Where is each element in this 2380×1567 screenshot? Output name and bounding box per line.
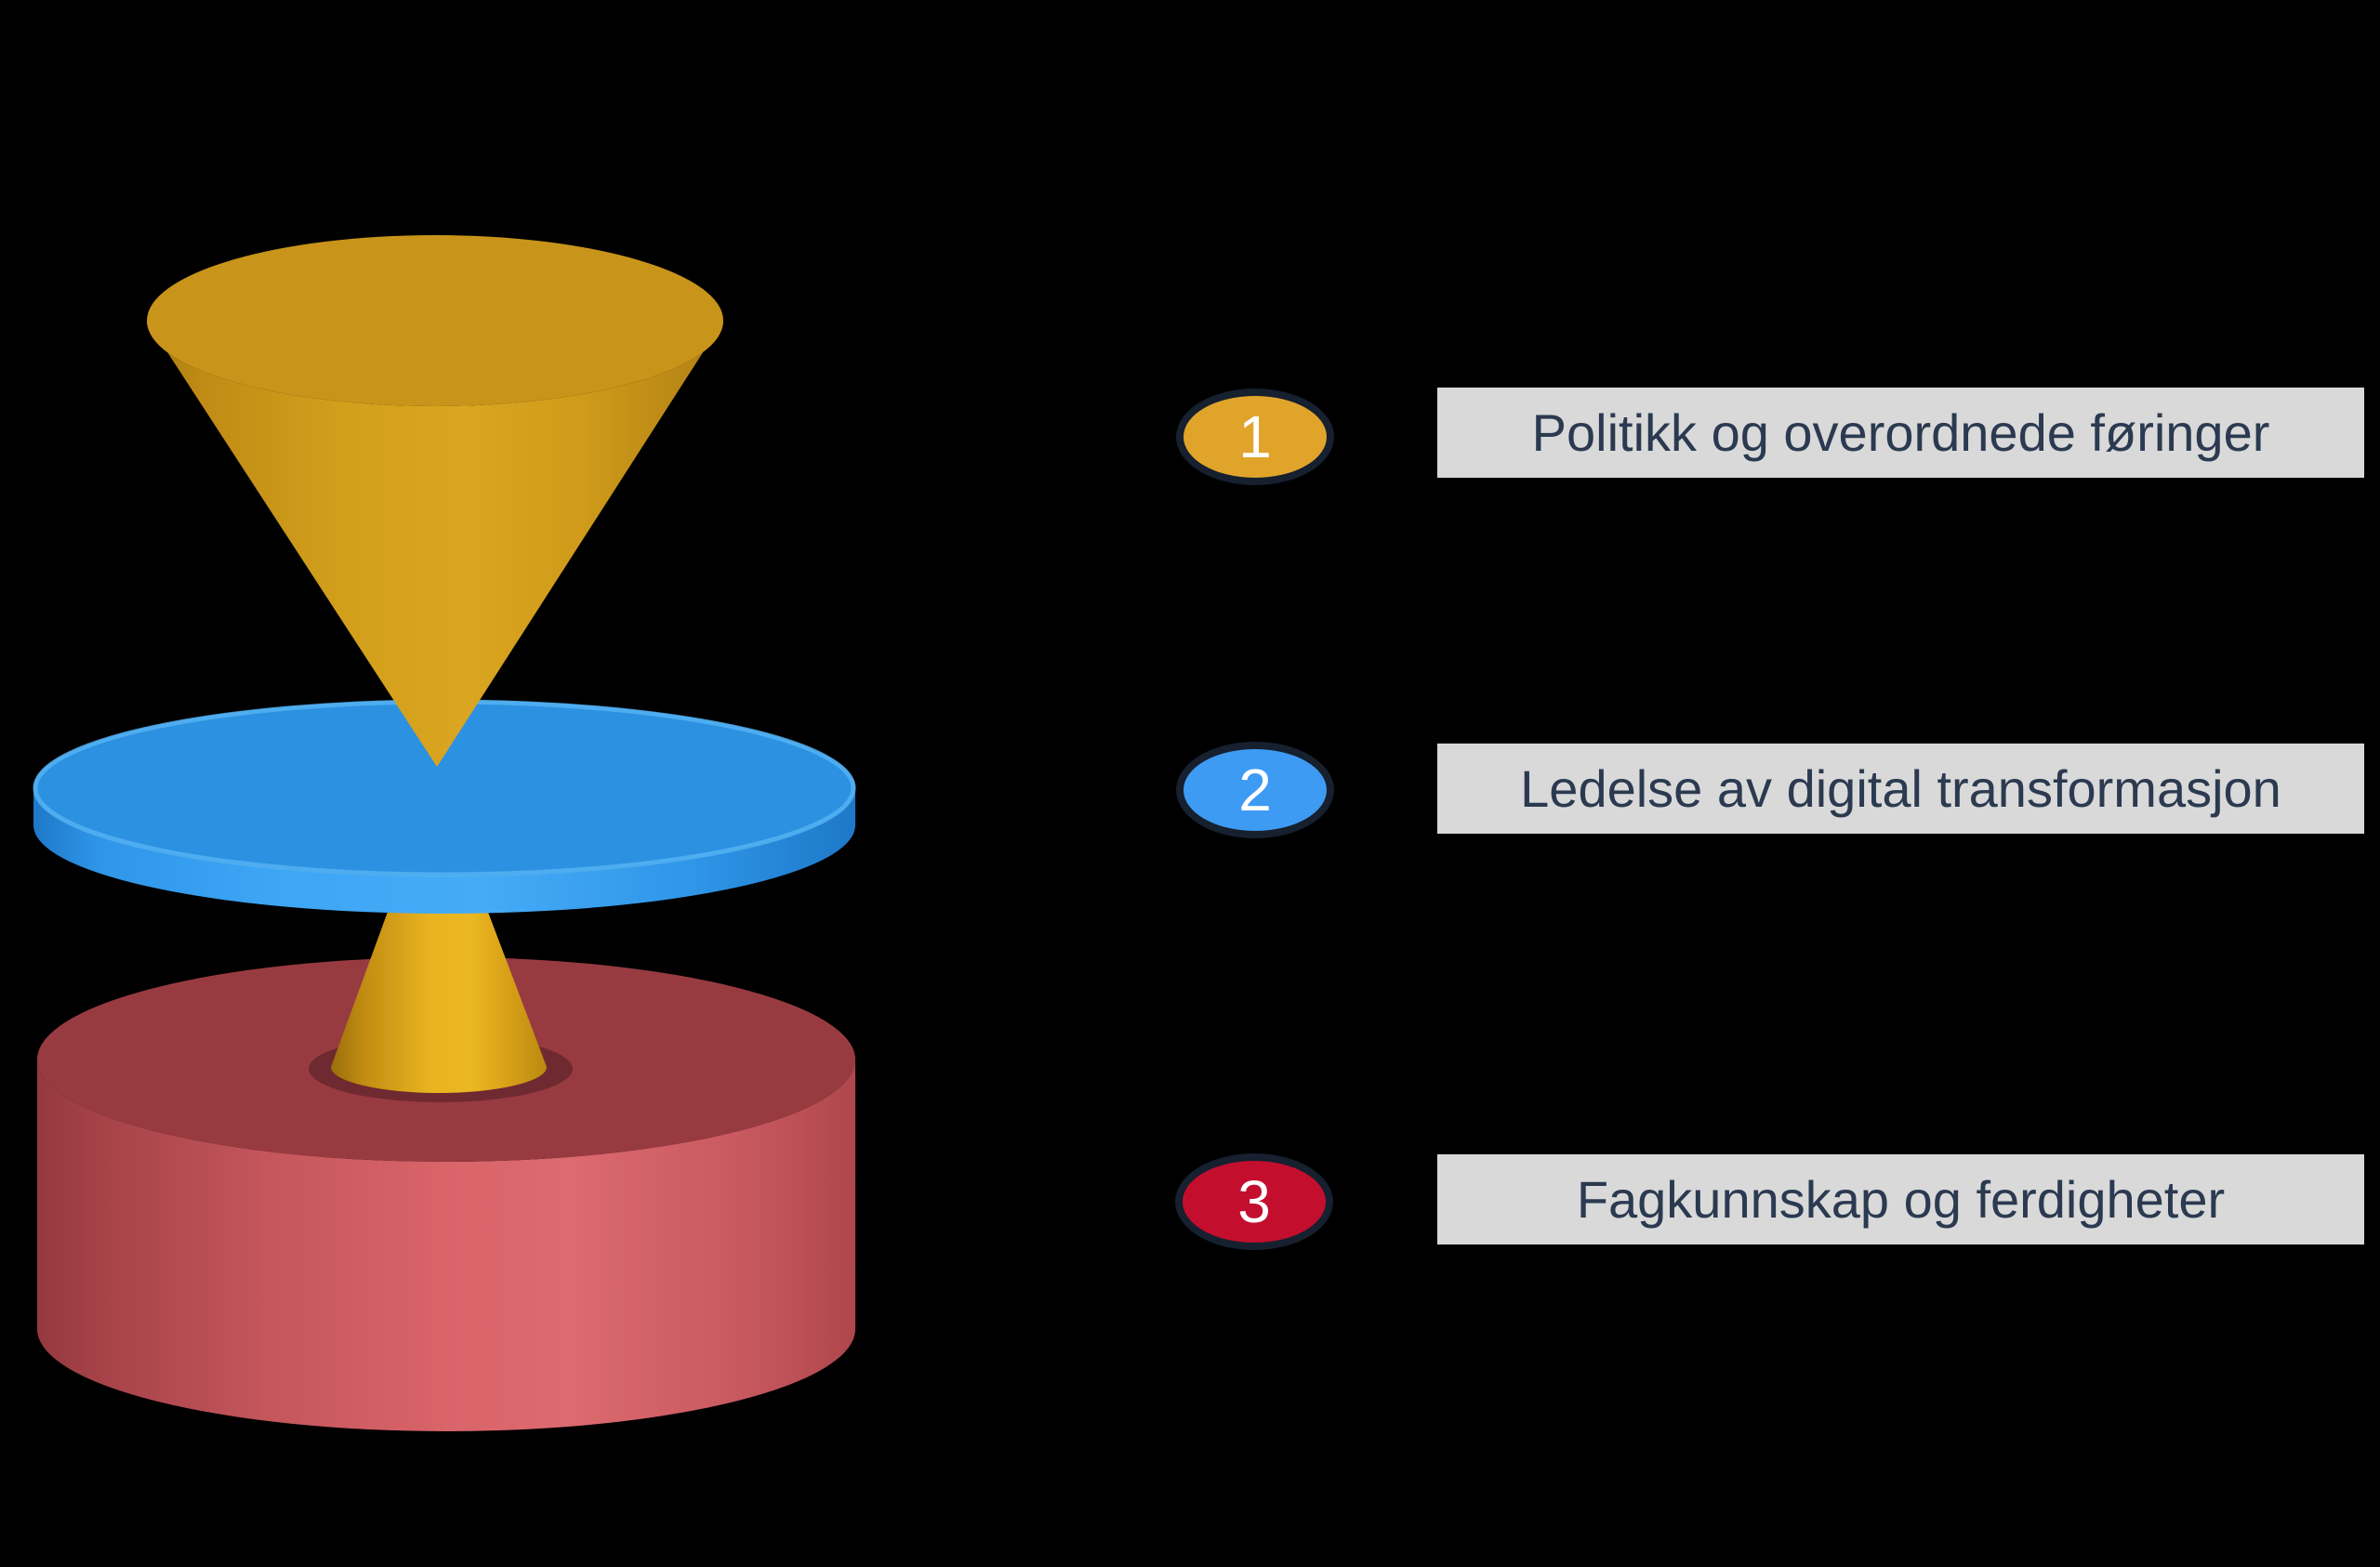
cylinder-side bbox=[37, 1060, 855, 1431]
cone-top bbox=[147, 235, 723, 406]
legend-label-2-text: Ledelse av digital transformasjon bbox=[1520, 759, 2281, 818]
legend-label-3-text: Fagkunnskap og ferdigheter bbox=[1576, 1170, 2226, 1229]
legend-label-2: Ledelse av digital transformasjon bbox=[1437, 744, 2364, 834]
legend-badge-1-number: 1 bbox=[1238, 403, 1272, 470]
management-disc bbox=[33, 699, 856, 914]
inverted-cone bbox=[147, 235, 723, 767]
funnel-diagram bbox=[33, 235, 856, 1431]
legend-label-1: Politikk og overordnede føringer bbox=[1437, 388, 2364, 478]
cone-side bbox=[147, 321, 723, 767]
legend-badge-3: 3 bbox=[1175, 1153, 1333, 1250]
disc-side bbox=[33, 788, 855, 914]
legend-badge-2-number: 2 bbox=[1238, 757, 1272, 823]
small-cone bbox=[331, 777, 547, 1093]
legend-label-3: Fagkunnskap og ferdigheter bbox=[1437, 1154, 2364, 1244]
disc-top bbox=[33, 700, 855, 876]
legend-badge-1: 1 bbox=[1176, 388, 1334, 485]
legend-label-1-text: Politikk og overordnede føringer bbox=[1531, 403, 2270, 462]
legend-badge-3-number: 3 bbox=[1237, 1168, 1271, 1235]
legend-badge-2: 2 bbox=[1176, 742, 1334, 838]
